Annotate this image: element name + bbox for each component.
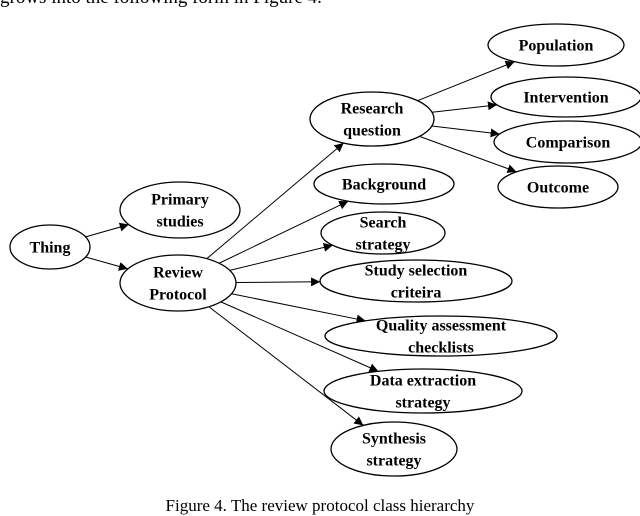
node-search: Search strategy bbox=[320, 211, 446, 255]
node-review-label-line-1: Review bbox=[153, 265, 203, 282]
edge-review-to-search bbox=[229, 243, 333, 271]
node-data: Data extraction strategy bbox=[323, 368, 523, 414]
node-review-shape bbox=[119, 254, 237, 312]
edge-review-to-background bbox=[218, 200, 349, 264]
node-outcome: Outcome bbox=[497, 165, 619, 209]
node-synthesis: Synthesis strategy bbox=[330, 421, 458, 477]
node-intervention-shape bbox=[490, 76, 640, 118]
edge-review-to-data bbox=[220, 301, 379, 372]
node-population-label-line-1: Population bbox=[519, 38, 594, 55]
node-search-label-line-2: strategy bbox=[355, 237, 410, 254]
node-background-shape bbox=[313, 163, 455, 205]
node-comparison: Comparison bbox=[493, 120, 640, 164]
node-outcome-shape bbox=[497, 165, 619, 209]
node-review-label-line-2: Protocol bbox=[149, 287, 207, 304]
edge-research-to-population bbox=[417, 60, 515, 102]
node-background: Background bbox=[313, 163, 455, 205]
node-outcome-label-line-1: Outcome bbox=[527, 180, 589, 197]
node-quality: Quality assessment checklists bbox=[324, 315, 558, 357]
edge-thing-to-review bbox=[85, 256, 129, 271]
node-primary-shape bbox=[119, 181, 241, 239]
node-study: Study selection criteira bbox=[319, 259, 513, 303]
node-data-label-line-1: Data extraction bbox=[370, 373, 476, 390]
node-research-label-line-1: Research bbox=[341, 101, 404, 118]
node-population-shape bbox=[487, 23, 625, 67]
node-search-shape bbox=[320, 211, 446, 255]
body-text-fragment: grows into the following form in Figure … bbox=[0, 0, 640, 9]
node-synthesis-shape bbox=[330, 421, 458, 477]
edge-review-to-quality bbox=[231, 293, 366, 324]
node-research: Research question bbox=[309, 91, 435, 147]
node-synthesis-label-line-1: Synthesis bbox=[362, 431, 426, 448]
node-study-shape bbox=[319, 259, 513, 303]
node-research-label-line-2: question bbox=[343, 123, 401, 140]
edge-review-to-synthesis bbox=[208, 306, 364, 426]
node-synthesis-label-line-2: strategy bbox=[366, 453, 421, 470]
node-thing-label-line-1: Thing bbox=[30, 240, 71, 257]
node-data-shape bbox=[323, 368, 523, 414]
node-primary-label-line-1: Primary bbox=[151, 192, 209, 209]
node-quality-label-line-1: Quality assessment bbox=[376, 318, 507, 335]
node-quality-shape bbox=[324, 315, 558, 357]
edge-research-to-intervention bbox=[431, 101, 498, 113]
edge-research-to-comparison bbox=[431, 125, 500, 138]
edge-review-to-research bbox=[206, 142, 344, 260]
node-primary: Primary studies bbox=[119, 181, 241, 239]
node-search-label-line-1: Search bbox=[360, 215, 407, 232]
node-comparison-shape bbox=[493, 120, 640, 164]
edge-review-to-study bbox=[235, 277, 321, 287]
node-comparison-label-line-1: Comparison bbox=[526, 135, 611, 152]
node-research-shape bbox=[309, 91, 435, 147]
node-intervention-label-line-1: Intervention bbox=[523, 90, 608, 107]
node-population: Population bbox=[487, 23, 625, 67]
node-study-label-line-1: Study selection bbox=[365, 263, 468, 280]
node-thing-shape bbox=[9, 224, 91, 270]
node-primary-label-line-2: studies bbox=[156, 214, 203, 231]
node-thing: Thing bbox=[9, 224, 91, 270]
node-study-label-line-2: criteira bbox=[391, 285, 442, 302]
node-intervention: Intervention bbox=[490, 76, 640, 118]
edges-layer bbox=[85, 60, 517, 426]
edge-thing-to-primary bbox=[85, 222, 129, 238]
node-data-label-line-2: strategy bbox=[395, 395, 450, 412]
edge-research-to-outcome bbox=[419, 135, 517, 173]
node-background-label-line-1: Background bbox=[342, 177, 426, 194]
figure-caption: Figure 4. The review protocol class hier… bbox=[165, 496, 475, 515]
node-quality-label-line-2: checklists bbox=[408, 340, 474, 357]
